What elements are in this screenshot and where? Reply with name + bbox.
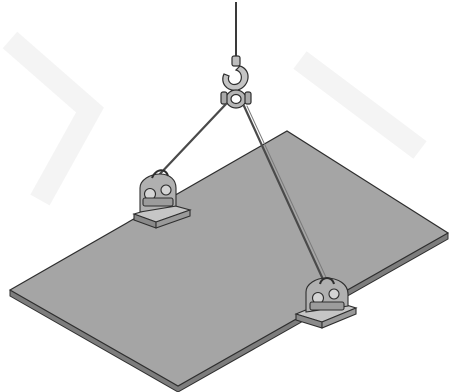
steel-plate-top	[10, 131, 448, 386]
steel-plate	[10, 131, 448, 392]
sling-left	[158, 104, 226, 176]
crane-hook	[223, 56, 248, 90]
